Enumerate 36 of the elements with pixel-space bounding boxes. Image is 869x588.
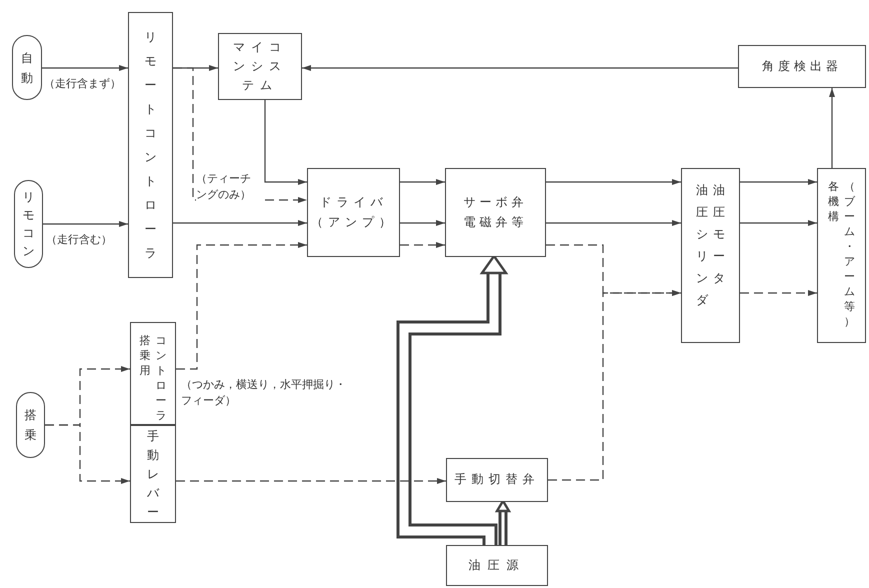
- arrow: [173, 220, 307, 226]
- arrow: [400, 179, 445, 185]
- arrow: [400, 242, 445, 248]
- arrow: [546, 179, 681, 185]
- actuator-box: 油圧シリンダ 油圧モータ: [681, 168, 740, 343]
- controller-box: リモートコントローラ: [128, 12, 173, 278]
- arrow: [548, 290, 681, 481]
- mode-capsule: リモコン: [14, 180, 43, 268]
- arrow: [829, 88, 835, 168]
- hydraulic-arrow: [396, 254, 508, 546]
- arrow: [42, 65, 128, 71]
- arrow: [302, 65, 738, 71]
- arrow: [176, 242, 307, 370]
- arrow: [264, 100, 307, 185]
- arrow: [176, 478, 446, 484]
- process-box: 角度検出器: [738, 45, 866, 88]
- mechanism-box: 各機構 （ブーム・アーム等）: [817, 168, 866, 343]
- valve-box: 手動切替弁: [446, 458, 548, 502]
- arrow: [400, 220, 445, 226]
- controller-box: 搭乗用 コントローラ: [130, 322, 176, 425]
- edge-label: （ティーチングのみ）: [196, 171, 260, 203]
- lever-box: 手動レバー: [130, 425, 176, 523]
- source-box: 油圧源: [446, 545, 548, 586]
- arrow: [740, 220, 817, 226]
- arrow: [546, 244, 681, 296]
- mode-capsule: 自動: [12, 35, 42, 100]
- process-box: ドライバ（アンプ）: [307, 168, 400, 257]
- arrow: [546, 220, 681, 226]
- mode-capsule: 搭乗: [16, 392, 45, 458]
- arrow: [740, 290, 817, 296]
- process-box: サーボ弁電磁弁等: [445, 168, 546, 257]
- arrow: [43, 221, 128, 227]
- process-box: マイコンシステム: [218, 33, 302, 100]
- hydraulic-arrow: [496, 500, 510, 546]
- arrow: [45, 424, 130, 484]
- arrow: [740, 179, 817, 185]
